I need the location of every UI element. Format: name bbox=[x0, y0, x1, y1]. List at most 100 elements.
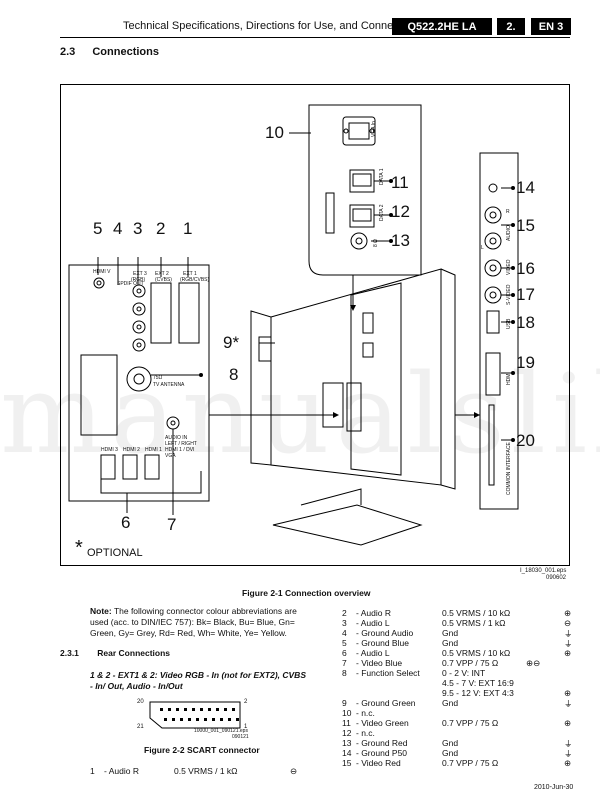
scart-pin20-label: 20 bbox=[137, 699, 144, 705]
pin-number: 4 bbox=[342, 628, 347, 638]
callout-2: 2 bbox=[156, 219, 166, 238]
pin-name: - Video Red bbox=[356, 758, 401, 768]
note-text: The following connector colour abbreviat… bbox=[90, 606, 297, 638]
scart-pin21-label: 21 bbox=[137, 724, 144, 730]
scart-pin bbox=[224, 708, 227, 711]
pin-value: 0.5 VRMS / 10 kΩ bbox=[442, 608, 511, 618]
pin-value: 0.5 VRMS / 10 kΩ bbox=[442, 648, 511, 658]
pin-name: - Ground Blue bbox=[356, 638, 409, 648]
pin-value: Gnd bbox=[442, 748, 459, 758]
optional-star: * bbox=[75, 537, 83, 559]
side-l-label: L bbox=[481, 245, 484, 251]
pin-name: - Audio L bbox=[356, 618, 390, 628]
pin-name: - n.c. bbox=[356, 708, 375, 718]
scart-pin bbox=[208, 708, 211, 711]
subsection-number: 2.3.1 bbox=[60, 648, 79, 658]
callout-5: 5 bbox=[93, 219, 103, 238]
pin-name: - n.c. bbox=[356, 728, 375, 738]
callout-4: 4 bbox=[113, 219, 123, 238]
optional-label: OPTIONAL bbox=[87, 547, 143, 559]
scart-pin bbox=[228, 718, 231, 721]
side-audio-label: AUDIO bbox=[506, 225, 512, 241]
input-symbol-icon: ⊕ bbox=[564, 688, 572, 698]
ground-symbol-icon: ⏚ bbox=[564, 739, 573, 749]
pin-number: 12 bbox=[342, 728, 352, 738]
pin-number: 10 bbox=[342, 708, 352, 718]
hdmi1-label: HDMI 1 bbox=[145, 447, 162, 453]
antenna-ohm-label: 75Ω bbox=[153, 375, 163, 381]
connection-drawing bbox=[68, 104, 519, 546]
pin-row-1: 1 - Audio R 0.5 VRMS / 1 kΩ ⊖ bbox=[90, 766, 320, 778]
audio-in-sub2-label: HDMI 1 / DVI bbox=[165, 447, 195, 453]
note-paragraph: Note: The following connector colour abb… bbox=[90, 606, 310, 639]
scart-pin bbox=[220, 718, 223, 721]
scart-pin bbox=[160, 708, 163, 711]
scart-pin bbox=[184, 708, 187, 711]
hdmi-v-label: HDMI V bbox=[93, 269, 111, 275]
scart-pin bbox=[212, 718, 215, 721]
input-symbol-icon: ⊕ bbox=[564, 608, 572, 618]
eps-date: 090602 bbox=[546, 575, 567, 581]
section-heading: 2.3 Connections bbox=[60, 46, 159, 58]
pin-name: - Ground Audio bbox=[356, 628, 414, 638]
data1-label: DATA 1 bbox=[379, 168, 385, 186]
audio-in-sub3-label: VGA bbox=[165, 453, 176, 459]
figure2-caption: Figure 2-2 SCART connector bbox=[144, 745, 260, 755]
speaker-ohm-label: 8 Ω bbox=[373, 239, 379, 247]
ext2-sub-label: (CVBS) bbox=[155, 277, 172, 283]
callout-6: 6 bbox=[121, 513, 131, 532]
scart-pin bbox=[168, 708, 171, 711]
side-usb-label: USB bbox=[506, 318, 512, 329]
vga-label: VGA In bbox=[371, 121, 377, 137]
callout-10: 10 bbox=[265, 123, 284, 142]
subsection-heading: 2.3.1 Rear Connections bbox=[60, 648, 170, 658]
scart-pin bbox=[172, 718, 175, 721]
subsection-title: Rear Connections bbox=[97, 648, 171, 658]
callout-12: 12 bbox=[391, 202, 410, 221]
ext3-sub-label: (RGB) bbox=[131, 277, 146, 283]
callout-13: 13 bbox=[391, 231, 410, 250]
callout-18: 18 bbox=[516, 313, 535, 332]
scart-pin bbox=[188, 718, 191, 721]
pin-number: 14 bbox=[342, 748, 352, 758]
output-symbol-icon: ⊖ bbox=[290, 766, 298, 776]
side-svideo-label: S-VIDEO bbox=[506, 284, 512, 305]
chapter-badge: 2. bbox=[497, 18, 525, 35]
pin-value: Gnd bbox=[442, 638, 459, 648]
page-header: Technical Specifications, Directions for… bbox=[0, 18, 600, 38]
scart-pin bbox=[176, 708, 179, 711]
hdmi2-label: HDMI 2 bbox=[123, 447, 140, 453]
pin-name: - Audio R bbox=[356, 608, 391, 618]
scart-pin bbox=[216, 708, 219, 711]
data2-label: DATA 2 bbox=[379, 204, 385, 222]
callout-17: 17 bbox=[516, 285, 535, 304]
pin-name: - Audio L bbox=[356, 648, 390, 658]
section-title: Connections bbox=[92, 46, 159, 58]
scart-pin2-label: 2 bbox=[244, 699, 248, 705]
scart-pin bbox=[180, 718, 183, 721]
pin-number: 8 bbox=[342, 668, 347, 678]
callout-9: 9* bbox=[223, 333, 240, 352]
pin-name: - Ground Red bbox=[356, 738, 408, 748]
scart-pin bbox=[232, 708, 235, 711]
input-output-symbol-icon: ⊕⊖ bbox=[526, 658, 541, 668]
scart-eps-name: 10000_001_090121.eps bbox=[194, 728, 248, 734]
header-rule bbox=[60, 37, 570, 38]
ground-symbol-icon: ⏚ bbox=[564, 629, 573, 639]
ground-symbol-icon: ⏚ bbox=[564, 749, 573, 759]
callout-3: 3 bbox=[133, 219, 143, 238]
input-symbol-icon: ⊕ bbox=[564, 718, 572, 728]
pin-value: Gnd bbox=[442, 628, 459, 638]
model-badge: Q522.2HE LA bbox=[392, 18, 492, 35]
side-r-label: R bbox=[506, 209, 510, 215]
pin-name: - Ground Green bbox=[356, 698, 416, 708]
scart-pin bbox=[204, 718, 207, 721]
figure1-caption: Figure 2-1 Connection overview bbox=[242, 588, 371, 598]
pin-number: 13 bbox=[342, 738, 352, 748]
pin-value: 0.5 VRMS / 1 kΩ bbox=[442, 618, 506, 628]
side-hdmi-label: HDMI bbox=[506, 372, 512, 385]
callout-8: 8 bbox=[229, 365, 239, 384]
pin-number: 7 bbox=[342, 658, 347, 668]
callout-16: 16 bbox=[516, 259, 535, 278]
pin-number: 6 bbox=[342, 648, 347, 658]
